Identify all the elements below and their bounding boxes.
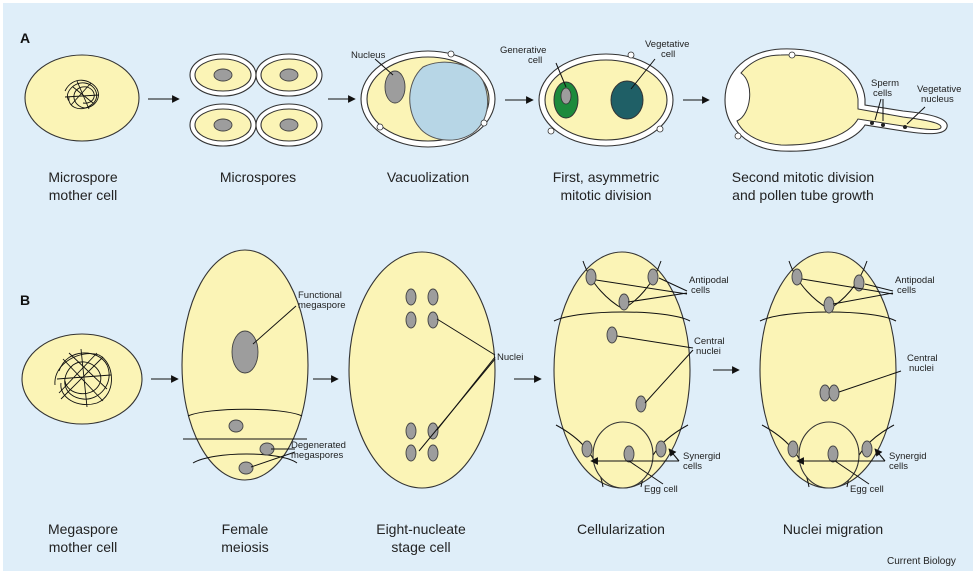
journal-credit: Current Biology [887, 556, 956, 567]
label-degenerated-2: megaspores [291, 450, 344, 461]
caption-a-1: Microspore mother cell [13, 168, 153, 204]
eight-nucleate-cell [349, 252, 495, 488]
label-egg2: Egg cell [850, 484, 884, 495]
caption-line: Microspore [13, 168, 153, 186]
label-central2-2: nuclei [909, 363, 934, 374]
vacuolated-microspore [361, 51, 495, 147]
diagram-canvas: Nucleus Generative cell Vegetative cell [3, 3, 973, 571]
caption-line: mitotic division [526, 186, 686, 204]
caption-a-4: First, asymmetric mitotic division [526, 168, 686, 204]
nuclei-migration-cell [760, 252, 901, 488]
caption-line: Megaspore [13, 520, 153, 538]
caption-b-2: Female meiosis [175, 520, 315, 556]
caption-line: stage cell [351, 538, 491, 556]
label-sperm-2: cells [873, 88, 892, 99]
label-veg-nucleus-2: nucleus [921, 94, 954, 105]
label-antipodal2-2: cells [897, 285, 916, 296]
label-nuclei: Nuclei [497, 352, 523, 363]
female-meiosis-cell [182, 250, 308, 480]
caption-line: First, asymmetric [526, 168, 686, 186]
label-antipodal-2: cells [691, 285, 710, 296]
caption-line: Eight-nucleate [351, 520, 491, 538]
caption-line: meiosis [175, 538, 315, 556]
caption-b-4: Cellularization [551, 520, 691, 538]
label-central-2: nuclei [696, 346, 721, 357]
vegetative-cell [611, 81, 643, 119]
functional-megaspore [232, 331, 258, 373]
vacuole [410, 62, 488, 140]
label-egg: Egg cell [644, 484, 678, 495]
caption-b-5: Nuclei migration [753, 520, 913, 538]
caption-b-1: Megaspore mother cell [13, 520, 153, 556]
sperm-cell [870, 121, 874, 125]
microspores [190, 54, 322, 146]
label-synergid2-2: cells [889, 461, 908, 472]
caption-line: Microspores [188, 168, 328, 186]
caption-line: mother cell [13, 186, 153, 204]
label-nucleus: Nucleus [351, 50, 386, 61]
caption-line: Female [175, 520, 315, 538]
caption-line: Nuclei migration [753, 520, 913, 538]
sperm-cell [881, 123, 885, 127]
cellularization-cell [554, 252, 693, 488]
caption-line: Vacuolization [358, 168, 498, 186]
caption-line: and pollen tube growth [703, 186, 903, 204]
bicellular-pollen [539, 52, 673, 146]
label-functional-2: megaspore [298, 300, 346, 311]
microspore-mother-cell [25, 55, 139, 141]
figure-panel: A B [3, 3, 973, 571]
label-synergid-2: cells [683, 461, 702, 472]
caption-line: mother cell [13, 538, 153, 556]
pollen-tube-growth [725, 49, 947, 151]
caption-b-3: Eight-nucleate stage cell [351, 520, 491, 556]
caption-line: Cellularization [551, 520, 691, 538]
vegetative-nucleus [903, 125, 907, 129]
label-generative-2: cell [528, 55, 542, 66]
megaspore-mother-cell [22, 334, 142, 424]
caption-a-3: Vacuolization [358, 168, 498, 186]
caption-a-5: Second mitotic division and pollen tube … [703, 168, 903, 204]
label-vegetative-2: cell [661, 49, 675, 60]
caption-line: Second mitotic division [703, 168, 903, 186]
caption-a-2: Microspores [188, 168, 328, 186]
